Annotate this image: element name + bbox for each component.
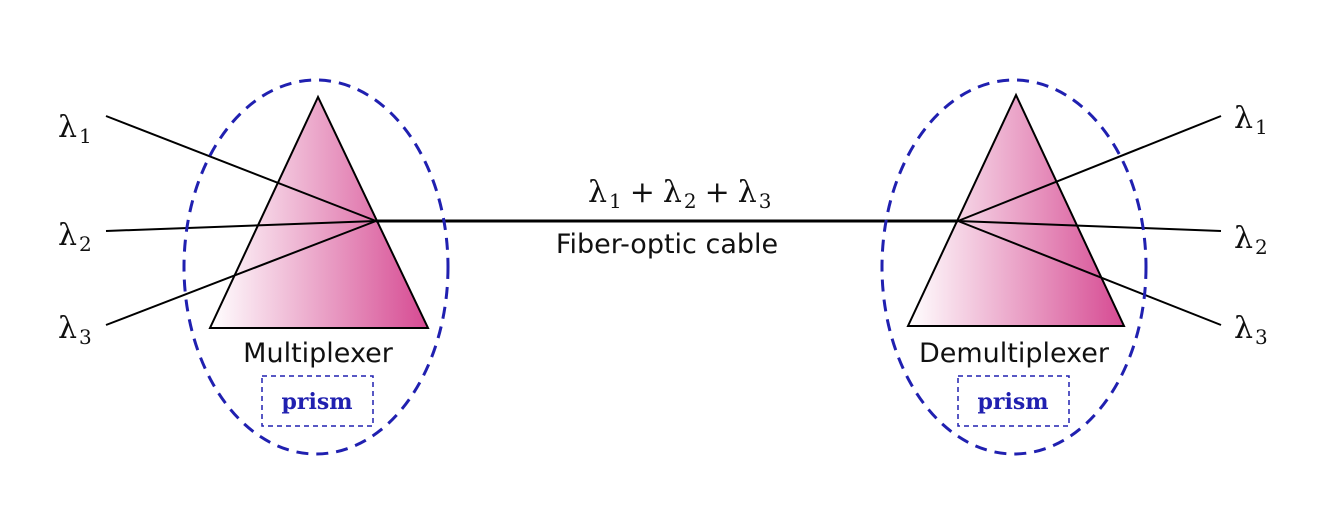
demultiplexer-prism-box (957, 375, 1070, 427)
output-ray-3 (957, 220, 1222, 326)
input-ray-1 (105, 115, 377, 222)
demultiplexer-outline (880, 78, 1148, 456)
multiplexer-outline (182, 78, 450, 456)
multiplexer-label: Multiplexer (243, 338, 394, 369)
input-ray-3 (105, 220, 377, 326)
multiplexer-prism-box (261, 375, 374, 427)
cable-label: Fiber-optic cable (556, 229, 778, 260)
multiplexer-prism-label: prism (282, 389, 353, 415)
output-ray-2 (957, 220, 1222, 232)
input-ray-2 (105, 220, 377, 232)
multiplexer-prism (208, 94, 430, 329)
demultiplexer-label: Demultiplexer (919, 338, 1110, 369)
demultiplexer-prism (906, 92, 1126, 327)
demultiplexer-prism-label: prism (978, 389, 1049, 415)
output-ray-1 (957, 115, 1222, 222)
